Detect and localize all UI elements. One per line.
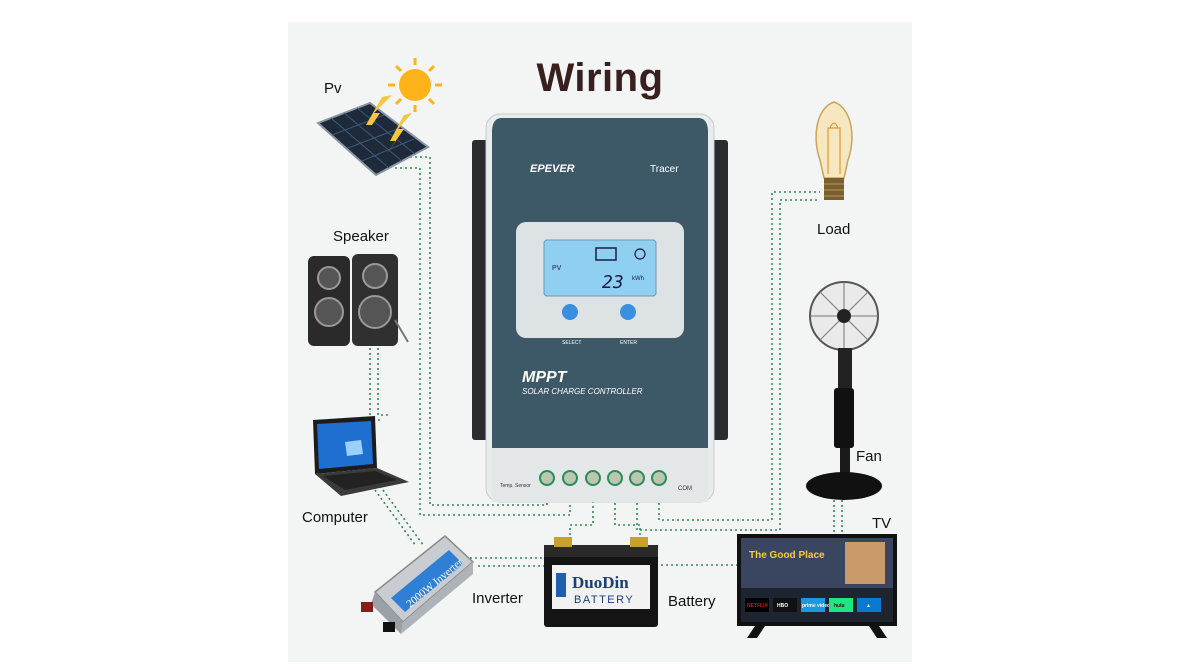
product-name: MPPT — [522, 369, 568, 386]
select-label: SELECT — [562, 340, 581, 346]
app-hulu[interactable]: hulu — [834, 603, 845, 609]
tv-label: TV — [872, 515, 892, 532]
lcd-pv: PV — [552, 265, 562, 272]
lightbulb-icon — [815, 101, 853, 200]
load-wire-negative — [658, 191, 820, 521]
tv-icon: The Good Place NETFLIX HBO prime video h… — [737, 534, 897, 638]
tv-show-title: The Good Place — [749, 550, 825, 561]
pv-label: Pv — [324, 80, 342, 97]
computer-label: Computer — [302, 509, 368, 526]
model-label: Tracer — [650, 164, 679, 175]
com-label: COM — [678, 486, 692, 492]
app-netflix[interactable]: NETFLIX — [747, 603, 768, 609]
inverter-label: Inverter — [472, 590, 523, 607]
speaker-wire-a — [369, 348, 382, 421]
battery-icon: DuoDin BATTERY — [544, 537, 658, 627]
brand-logo: EPEVER — [530, 163, 575, 175]
app-other[interactable]: ▲ — [866, 603, 871, 609]
load-label: Load — [817, 221, 851, 238]
enter-label: ENTER — [620, 340, 637, 346]
lcd-value: 23 — [602, 272, 624, 293]
battery-wire-negative — [614, 478, 641, 545]
product-subtitle: SOLAR CHARGE CONTROLLER — [522, 387, 643, 396]
enter-button[interactable] — [620, 304, 636, 320]
load-wire-positive — [636, 199, 820, 531]
battery-symbol-icon — [595, 247, 617, 261]
select-button[interactable] — [562, 304, 578, 320]
app-hbo[interactable]: HBO — [777, 603, 788, 609]
terminal-block — [539, 470, 667, 486]
temp-sensor-label: Temp. Sensor — [500, 483, 531, 489]
battery-text: BATTERY — [574, 594, 634, 606]
battery-brand: DuoDin — [572, 573, 629, 592]
speaker-icon — [308, 254, 409, 346]
sun-icon — [388, 58, 442, 112]
speaker-wire-b — [377, 348, 388, 416]
charge-controller: EPEVER Tracer PV 23 kWh SELECT ENTER MPP… — [472, 113, 728, 503]
inverter-icon: 2000W Inverter — [361, 535, 475, 634]
solar-panel-icon — [316, 58, 442, 177]
pv-wire-negative — [395, 167, 571, 516]
lcd-unit: kWh — [632, 276, 644, 282]
speaker-label: Speaker — [333, 228, 389, 245]
fan-label: Fan — [856, 448, 882, 465]
app-prime[interactable]: prime video — [802, 603, 830, 609]
fan-icon — [806, 281, 882, 500]
diagram-title: Wiring — [536, 56, 664, 100]
pv-wire-positive — [405, 156, 548, 506]
lightbulb-symbol-icon — [634, 248, 646, 260]
battery-label: Battery — [668, 593, 716, 610]
laptop-icon — [313, 416, 409, 496]
